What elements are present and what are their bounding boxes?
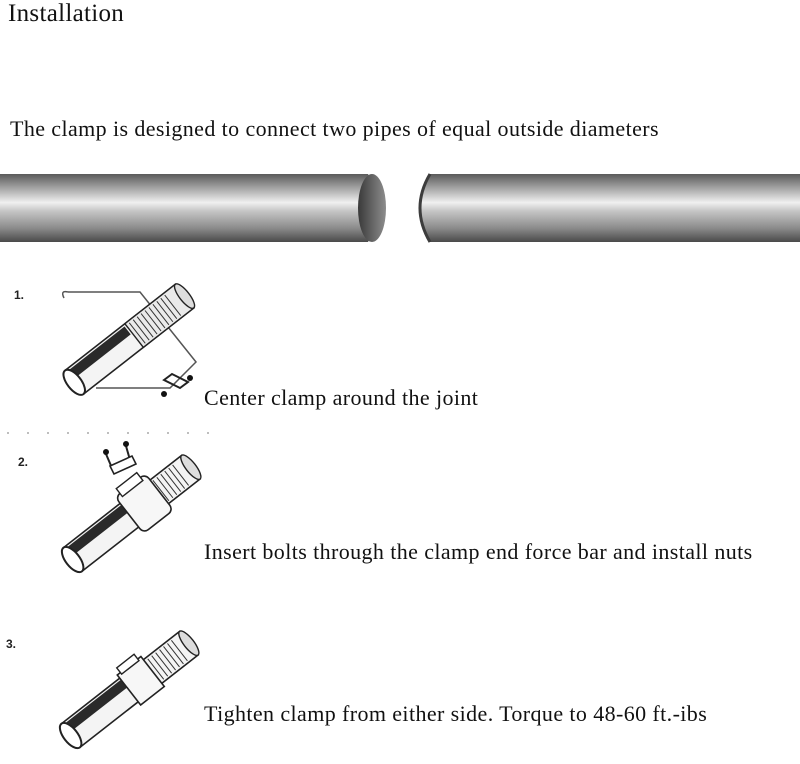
step-2-illustration (60, 441, 202, 574)
step-2-number: 2. (18, 455, 29, 469)
page-title: Installation (8, 0, 125, 27)
divider-dots (7, 432, 209, 434)
left-pipe (0, 174, 386, 242)
step-3-text: Tighten clamp from either side. Torque t… (204, 701, 708, 726)
pipes-illustration (0, 173, 800, 243)
intro-text: The clamp is designed to connect two pip… (10, 116, 659, 141)
right-pipe (418, 173, 800, 243)
step-3-illustration (58, 630, 200, 750)
step-1-illustration (61, 283, 198, 397)
step-2-text: Insert bolts through the clamp end force… (204, 539, 753, 564)
step-1-number: 1. (14, 288, 25, 302)
step-3-number: 3. (6, 637, 17, 651)
step-1-text: Center clamp around the joint (204, 385, 479, 410)
